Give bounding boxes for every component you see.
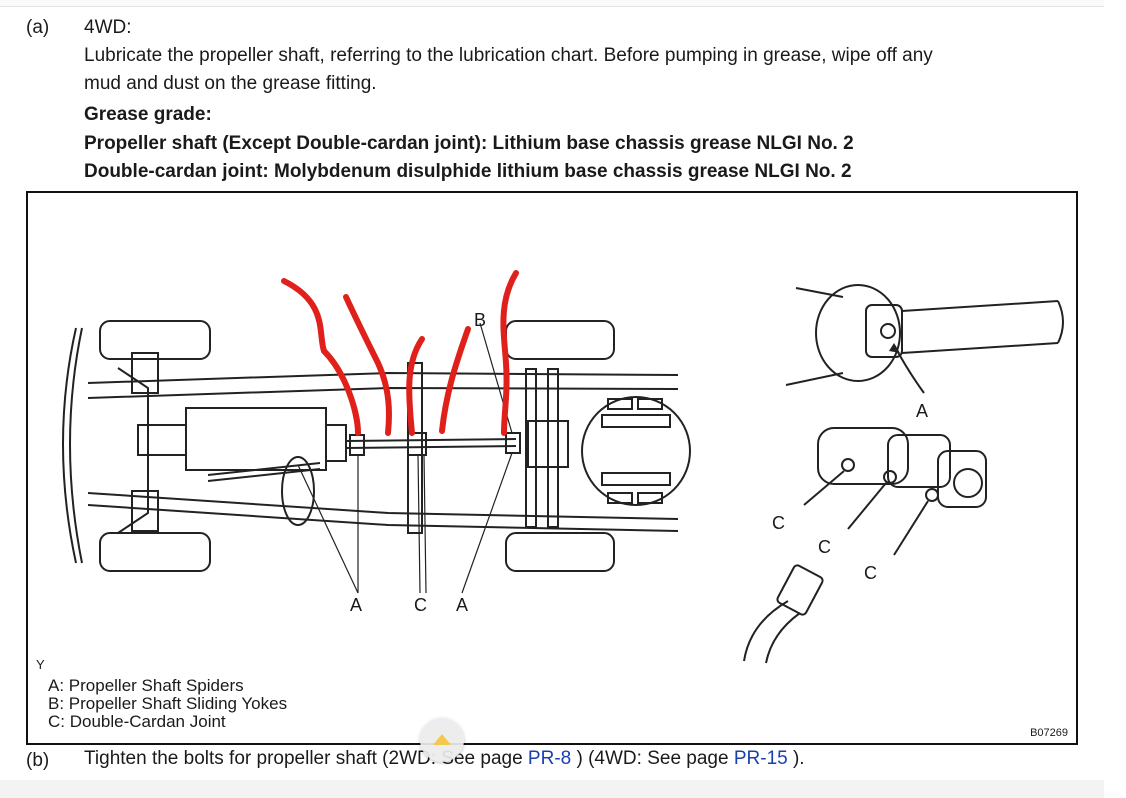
legend-item-c: C: Double-Cardan Joint [48,712,226,731]
grease-grade-line-1: Propeller shaft (Except Double-cardan jo… [84,133,854,154]
instruction-line-2: mud and dust on the grease fitting. [84,73,377,94]
callout-a-left: A [350,595,363,615]
instruction-line-1: Lubricate the propeller shaft, referring… [84,45,933,66]
top-divider [0,0,1104,7]
up-arrow-icon [433,733,451,745]
callout-b: B [474,310,487,330]
legend-item-a: A: Propeller Shaft Spiders [48,676,244,695]
footer-band [0,780,1104,798]
step-b-text-before: Tighten the bolts for propeller shaft (2… [84,748,528,769]
chassis-drawing [62,320,691,594]
spider-detail-drawing [785,284,1064,386]
chassis-diagram [62,270,1064,664]
step-b-text-middle: ) (4WD: See page [571,748,734,769]
pr-15-link[interactable]: PR-15 [733,748,788,769]
callout-c-detail-1: C [772,513,785,533]
pr-8-link[interactable]: PR-8 [527,748,572,769]
lubrication-chart-figure: B A C A A C C C Y A: Propeller Shaft Spi… [26,191,1078,745]
grease-grade-line-2: Double-cardan joint: Molybdenum disulphi… [84,161,852,182]
step-a-heading: 4WD: [84,17,132,38]
legend-item-b: B: Propeller Shaft Sliding Yokes [48,694,288,713]
step-b-label: (b) [26,750,50,771]
callout-c-detail-2: C [818,537,831,557]
grease-grade-label: Grease grade: [84,104,212,125]
double-cardan-detail-drawing [817,427,987,508]
step-b-text-after: ). [787,748,805,769]
callout-c-detail-3: C [864,563,877,583]
figure-id: B07269 [1030,727,1068,739]
step-a-label: (a) [26,17,50,38]
red-annotation-strokes [281,270,519,436]
callout-c-middle: C [414,595,427,615]
figure-legend: A: Propeller Shaft Spiders B: Propeller … [48,677,287,731]
step-b-text: Tighten the bolts for propeller shaft (2… [84,748,805,770]
figure-corner-code: Y [36,657,45,672]
callout-a-right: A [456,595,469,615]
scroll-to-top-button[interactable] [420,718,464,762]
callout-a-detail: A [916,401,929,421]
grease-gun-drawing [743,564,824,664]
